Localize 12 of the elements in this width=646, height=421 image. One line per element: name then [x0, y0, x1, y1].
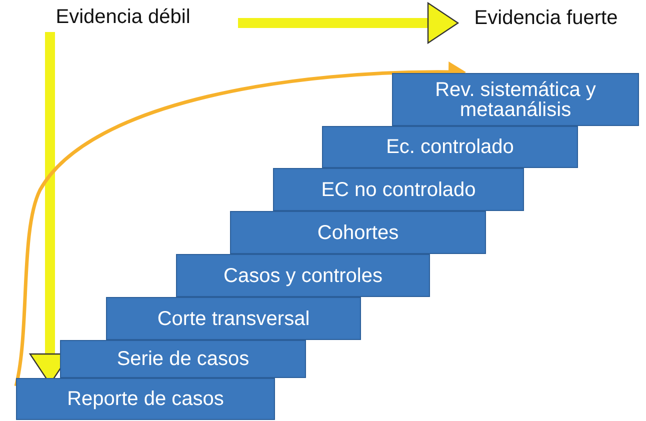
study-type-step: Corte transversal [106, 297, 361, 340]
study-type-step: Ec. controlado [322, 126, 578, 168]
arrow [14, 62, 466, 386]
study-type-step: Rev. sistemática y metaanálisis [392, 73, 639, 126]
evidence-label: Evidencia débil [10, 2, 236, 32]
evidence-label: Evidencia fuerte [452, 2, 640, 34]
study-type-step: Reporte de casos [16, 378, 275, 420]
arrow [238, 2, 459, 44]
study-type-step: Serie de casos [60, 340, 306, 378]
study-type-step: EC no controlado [273, 168, 524, 211]
study-type-step: Casos y controles [176, 254, 430, 297]
study-type-step: Cohortes [230, 211, 486, 254]
